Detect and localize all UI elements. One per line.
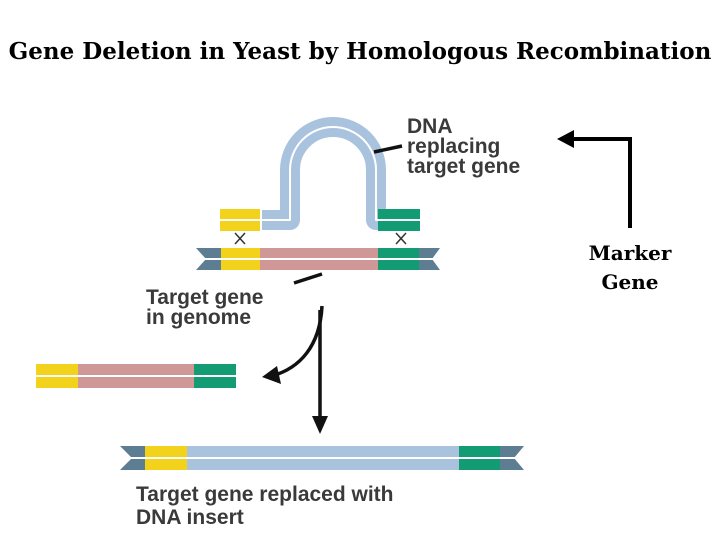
genome-dna xyxy=(196,248,440,270)
excised-target-fragment xyxy=(36,364,236,388)
target-label-line2: in genome xyxy=(146,306,251,329)
process-arrows xyxy=(271,144,403,424)
marker-label-line1: Marker xyxy=(589,241,672,265)
marker-label-line2: Gene xyxy=(601,270,658,294)
insert-dna-loop xyxy=(220,117,420,231)
marker-gene-arrow xyxy=(557,130,632,228)
excision-arrowhead xyxy=(262,366,281,384)
recombined-genome xyxy=(120,446,524,470)
dna-label-line3: target gene xyxy=(407,155,520,178)
crossover-x-marks xyxy=(234,232,407,245)
page-title: Gene Deletion in Yeast by Homologous Rec… xyxy=(8,38,712,65)
dna-label-pointer xyxy=(373,144,403,154)
target-label-pointer xyxy=(293,272,323,285)
result-label-line1: Target gene replaced with xyxy=(136,483,394,506)
target-label-line1: Target gene xyxy=(146,286,263,309)
result-label-line2: DNA insert xyxy=(136,506,244,529)
dna-label-line2: replacing xyxy=(407,135,500,158)
dna-label-line1: DNA xyxy=(407,115,453,138)
replacement-arrowhead xyxy=(312,416,328,434)
excision-arrow xyxy=(271,305,324,378)
